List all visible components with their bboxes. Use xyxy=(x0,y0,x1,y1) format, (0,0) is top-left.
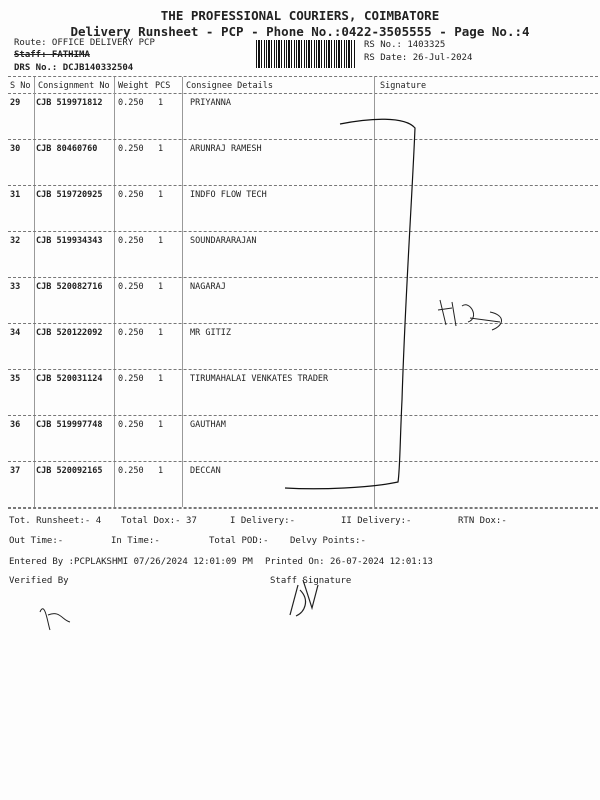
divider xyxy=(8,139,598,140)
col-consignee: Consignee Details xyxy=(186,81,273,91)
in-time: In Time:- xyxy=(111,536,160,546)
serial-number: 31 xyxy=(10,190,21,200)
pcs: 1 xyxy=(158,328,164,338)
consignee-name: GAUTHAM xyxy=(190,420,226,430)
barcode xyxy=(256,40,356,68)
consignee-name: TIRUMAHALAI VENKATES TRADER xyxy=(190,374,329,384)
weight: 0.250 xyxy=(118,328,144,338)
consignment-number: CJB 520092165 xyxy=(36,466,103,476)
divider xyxy=(8,185,598,186)
pcs: 1 xyxy=(158,98,164,108)
company-title: THE PROFESSIONAL COURIERS, COIMBATORE xyxy=(160,8,440,23)
serial-number: 30 xyxy=(10,144,21,154)
serial-number: 29 xyxy=(10,98,21,108)
col-signature: Signature xyxy=(380,81,427,91)
rs-date: RS Date: 26-Jul-2024 xyxy=(364,53,473,63)
delvy-points: Delvy Points:- xyxy=(290,536,366,546)
staff-signature: Staff Signature xyxy=(270,576,352,586)
verified-by: Verified By xyxy=(9,576,69,586)
ii-delivery: II Delivery:- xyxy=(341,516,412,526)
divider xyxy=(8,415,598,416)
pcs: 1 xyxy=(158,374,164,384)
consignee-name: INDFO FLOW TECH xyxy=(190,190,267,200)
column-line xyxy=(182,77,183,507)
consignment-number: CJB 519997748 xyxy=(36,420,103,430)
consignment-number: CJB 520122092 xyxy=(36,328,103,338)
drs-number: DRS No.: DCJB140332504 xyxy=(14,63,134,73)
entered-by: Entered By :PCPLAKSHMI 07/26/2024 12:01:… xyxy=(9,557,253,567)
tot-runsheet: Tot. Runsheet:- 4 xyxy=(9,516,102,526)
total-dox: Total Dox:- 37 xyxy=(121,516,197,526)
consignment-number: CJB 519971812 xyxy=(36,98,103,108)
runsheet-subtitle: Delivery Runsheet - PCP - Phone No.:0422… xyxy=(70,24,530,39)
serial-number: 36 xyxy=(10,420,21,430)
divider xyxy=(8,369,598,370)
serial-number: 35 xyxy=(10,374,21,384)
weight: 0.250 xyxy=(118,282,144,292)
divider xyxy=(8,76,598,77)
serial-number: 33 xyxy=(10,282,21,292)
col-sno: S No xyxy=(10,81,31,91)
printed-on: Printed On: 26-07-2024 12:01:13 xyxy=(265,557,433,567)
column-line xyxy=(114,77,115,507)
consignment-number: CJB 519720925 xyxy=(36,190,103,200)
divider xyxy=(8,507,598,508)
divider xyxy=(8,277,598,278)
consignee-name: ARUNRAJ RAMESH xyxy=(190,144,262,154)
pcs: 1 xyxy=(158,190,164,200)
pcs: 1 xyxy=(158,236,164,246)
divider xyxy=(8,323,598,324)
rs-number: RS No.: 1403325 xyxy=(364,40,446,50)
col-weight: Weight xyxy=(118,81,149,91)
consignee-name: NAGARAJ xyxy=(190,282,226,292)
weight: 0.250 xyxy=(118,98,144,108)
weight: 0.250 xyxy=(118,466,144,476)
weight: 0.250 xyxy=(118,144,144,154)
consignee-name: MR GITIZ xyxy=(190,328,231,338)
pcs: 1 xyxy=(158,466,164,476)
column-line xyxy=(374,77,375,507)
total-pod: Total POD:- xyxy=(209,536,269,546)
divider xyxy=(8,231,598,232)
consignee-name: PRIYANNA xyxy=(190,98,231,108)
serial-number: 32 xyxy=(10,236,21,246)
serial-number: 37 xyxy=(10,466,21,476)
staff: Staff: FATHIMA xyxy=(14,50,90,60)
weight: 0.250 xyxy=(118,374,144,384)
out-time: Out Time:- xyxy=(9,536,64,546)
rtn-dox: RTN Dox:- xyxy=(458,516,507,526)
serial-number: 34 xyxy=(10,328,21,338)
consignment-number: CJB 520082716 xyxy=(36,282,103,292)
consignment-number: CJB 80460760 xyxy=(36,144,98,154)
weight: 0.250 xyxy=(118,190,144,200)
divider xyxy=(8,93,598,94)
pcs: 1 xyxy=(158,282,164,292)
divider xyxy=(8,461,598,462)
pcs: 1 xyxy=(158,420,164,430)
weight: 0.250 xyxy=(118,236,144,246)
route: Route: OFFICE DELIVERY PCP xyxy=(14,38,155,48)
col-pcs: PCS xyxy=(155,81,171,91)
col-consignment: Consignment No xyxy=(38,81,110,91)
consignee-name: DECCAN xyxy=(190,466,221,476)
pcs: 1 xyxy=(158,144,164,154)
consignee-name: SOUNDARARAJAN xyxy=(190,236,257,246)
consignment-number: CJB 520031124 xyxy=(36,374,103,384)
consignment-number: CJB 519934343 xyxy=(36,236,103,246)
column-line xyxy=(34,77,35,507)
divider xyxy=(8,508,598,509)
weight: 0.250 xyxy=(118,420,144,430)
i-delivery: I Delivery:- xyxy=(230,516,296,526)
